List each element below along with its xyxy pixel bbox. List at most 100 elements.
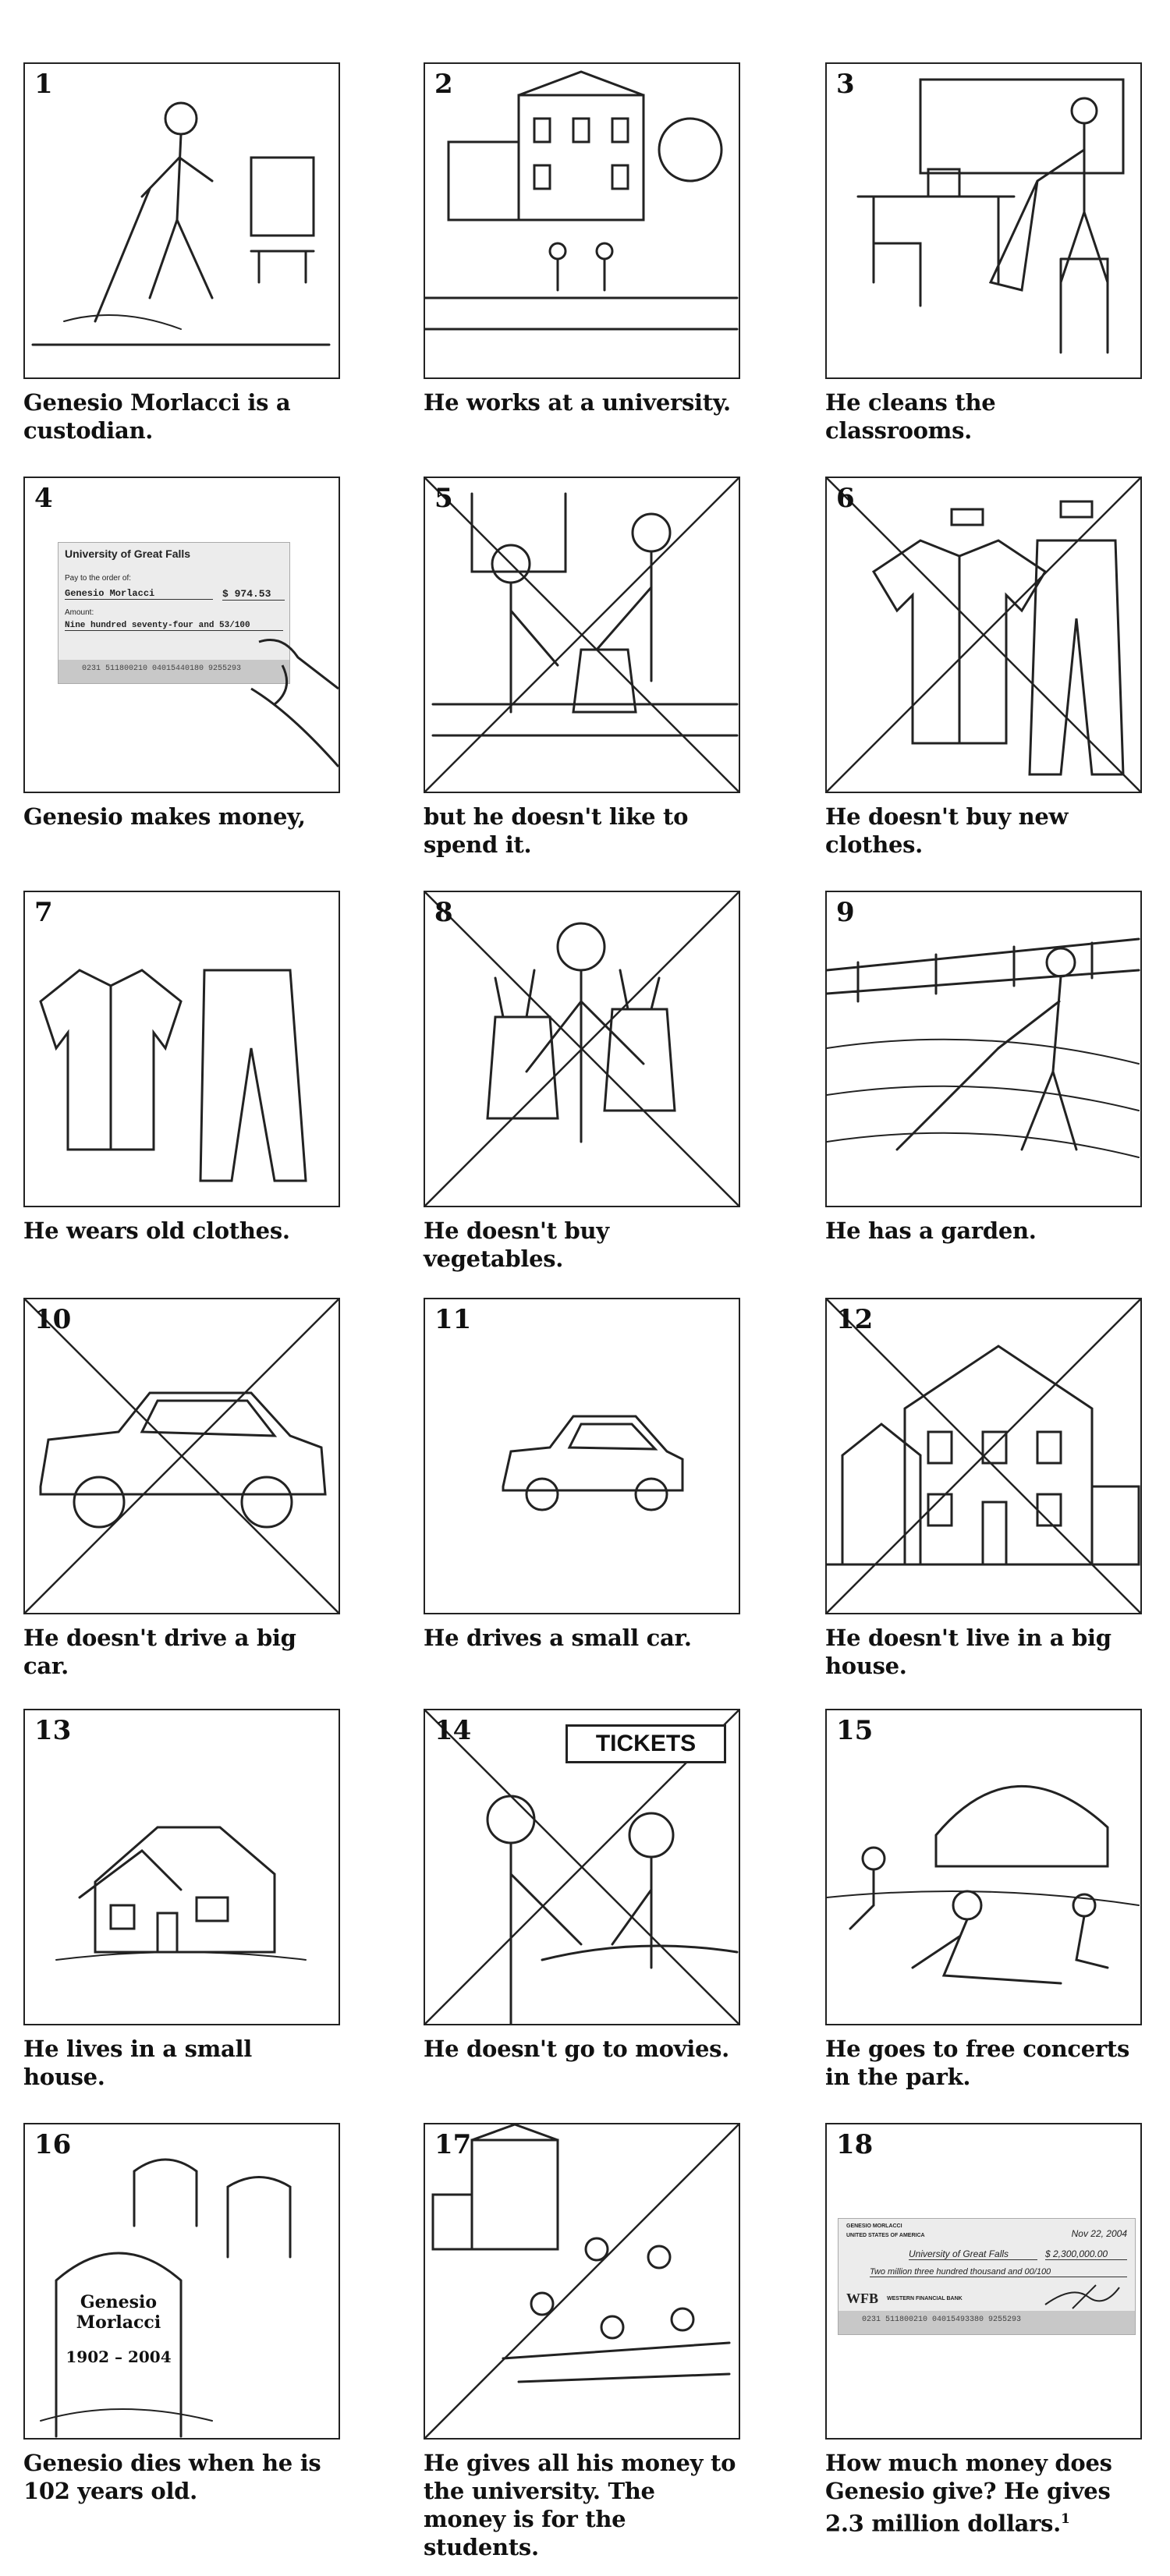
classroom-illustration <box>827 64 1140 377</box>
caption: He doesn't drive a big car. <box>23 1624 340 1680</box>
caption-text: He cleans the classrooms. <box>825 389 996 444</box>
check-payee: University of Great Falls <box>909 2248 1037 2260</box>
small-car-illustration <box>425 1299 739 1613</box>
caption-text: but he doesn't like to spend it. <box>424 803 689 858</box>
grave-name-last: Morlacci <box>76 2312 161 2333</box>
illustration-frame: 10 <box>23 1298 340 1614</box>
caption: Genesio dies when he is 102 years old. <box>23 2449 340 2505</box>
panel-5: 5 but he doesn't like to spend it. <box>424 477 740 859</box>
panel-number: 11 <box>434 1304 472 1335</box>
hand-illustration <box>25 478 339 792</box>
caption-text: He gives all his money to the university… <box>424 2450 736 2560</box>
illustration-frame: 7 <box>23 891 340 1207</box>
tickets-sign: TICKETS <box>566 1724 726 1763</box>
check-country: UNITED STATES OF AMERICA <box>846 2233 925 2238</box>
caption-text: He doesn't go to movies. <box>424 2036 729 2062</box>
panel-number: 6 <box>836 483 855 514</box>
panel-number: 14 <box>434 1715 472 1746</box>
check-date: Nov 22, 2004 <box>1071 2228 1127 2239</box>
caption: He cleans the classrooms. <box>825 388 1142 445</box>
check-amount: $ 974.53 <box>222 588 285 601</box>
check-micr-line: 0231 511800210 04015493380 9255293 <box>838 2311 1135 2334</box>
illustration-frame: 13 <box>23 1709 340 2025</box>
panel-2: 2 He works at a university. <box>424 62 740 416</box>
panel-14: 14 TICKETS He doesn't go to movies. <box>424 1709 740 2063</box>
panel-number: 4 <box>34 483 53 514</box>
small-house-illustration <box>25 1710 339 2024</box>
caption-text: He doesn't buy vegetables. <box>424 1217 609 1272</box>
concert-illustration <box>827 1710 1140 2024</box>
caption: How much money does Genesio give? He giv… <box>825 2449 1142 2538</box>
groceries-illustration <box>425 892 739 1206</box>
check-amount-words: Two million three hundred thousand and 0… <box>870 2267 1127 2277</box>
caption-text: He works at a university. <box>424 389 731 416</box>
cross-out-line <box>827 1299 1140 1613</box>
caption: Genesio makes money, <box>23 803 340 831</box>
garden-illustration <box>827 892 1140 1206</box>
panel-number: 12 <box>836 1304 874 1335</box>
signature <box>1044 2284 1120 2309</box>
old-clothes-illustration <box>25 892 339 1206</box>
panel-7: 7 He wears old clothes. <box>23 891 340 1245</box>
grave-years: 1902 – 2004 <box>66 2347 172 2366</box>
caption-text: He wears old clothes. <box>23 1217 290 1244</box>
panel-number: 16 <box>34 2129 72 2160</box>
cross-out-line <box>25 1299 339 1613</box>
caption-text: He doesn't live in a big house. <box>825 1625 1112 1679</box>
cross-out-line <box>425 892 739 1206</box>
panel-number: 8 <box>434 897 453 928</box>
caption: He works at a university. <box>424 388 740 416</box>
cross-out-line <box>827 478 1140 792</box>
caption-text: He has a garden. <box>825 1217 1037 1244</box>
caption: He doesn't buy new clothes. <box>825 803 1142 859</box>
illustration-frame: 12 <box>825 1298 1142 1614</box>
illustration-frame: 1 <box>23 62 340 379</box>
panel-number: 1 <box>34 69 53 100</box>
panel-10: 10 He doesn't drive a big car. <box>23 1298 340 1680</box>
illustration-frame: 3 <box>825 62 1142 379</box>
illustration-frame: 5 <box>424 477 740 793</box>
new-clothes-illustration <box>827 478 1140 792</box>
panel-number: 10 <box>34 1304 72 1335</box>
panel-number: 15 <box>836 1715 874 1746</box>
caption: He has a garden. <box>825 1217 1142 1245</box>
panel-number: 13 <box>34 1715 72 1746</box>
caption: He drives a small car. <box>424 1624 740 1652</box>
shopping-illustration <box>425 478 739 792</box>
check-amount-label: Amount: <box>65 608 94 617</box>
panel-number: 2 <box>434 69 453 100</box>
illustration-frame: 14 TICKETS <box>424 1709 740 2025</box>
panel-number: 18 <box>836 2129 874 2160</box>
check-micr-line: 0231 511800210 04015440180 9255293 <box>58 660 289 683</box>
caption-text: He lives in a small house. <box>23 2036 252 2090</box>
caption-text: He doesn't buy new clothes. <box>825 803 1069 858</box>
caption: but he doesn't like to spend it. <box>424 803 740 859</box>
caption-text: He doesn't drive a big car. <box>23 1625 296 1679</box>
panel-3: 3 He cleans the classrooms. <box>825 62 1142 445</box>
caption: He doesn't go to movies. <box>424 2035 740 2063</box>
panel-11: 11 He drives a small car. <box>424 1298 740 1652</box>
caption: He wears old clothes. <box>23 1217 340 1245</box>
panel-number: 7 <box>34 897 53 928</box>
panel-6: 6 He doesn't buy new clothes. <box>825 477 1142 859</box>
illustration-frame: 15 <box>825 1709 1142 2025</box>
bank-logo: WFB <box>846 2291 879 2306</box>
illustration-frame: 17 <box>424 2123 740 2440</box>
caption: He lives in a small house. <box>23 2035 340 2091</box>
check-payer: GENESIO MORLACCI <box>846 2223 902 2229</box>
panel-13: 13 He lives in a small house. <box>23 1709 340 2091</box>
panel-number: 5 <box>434 483 453 514</box>
caption: He gives all his money to the university… <box>424 2449 740 2561</box>
panel-12: 12 He doesn't live in a big house. <box>825 1298 1142 1680</box>
caption-text: How much money does Genesio give? He giv… <box>825 2450 1112 2537</box>
check-payer: University of Great Falls <box>65 547 191 560</box>
caption-text: Genesio dies when he is 102 years old. <box>23 2450 321 2504</box>
